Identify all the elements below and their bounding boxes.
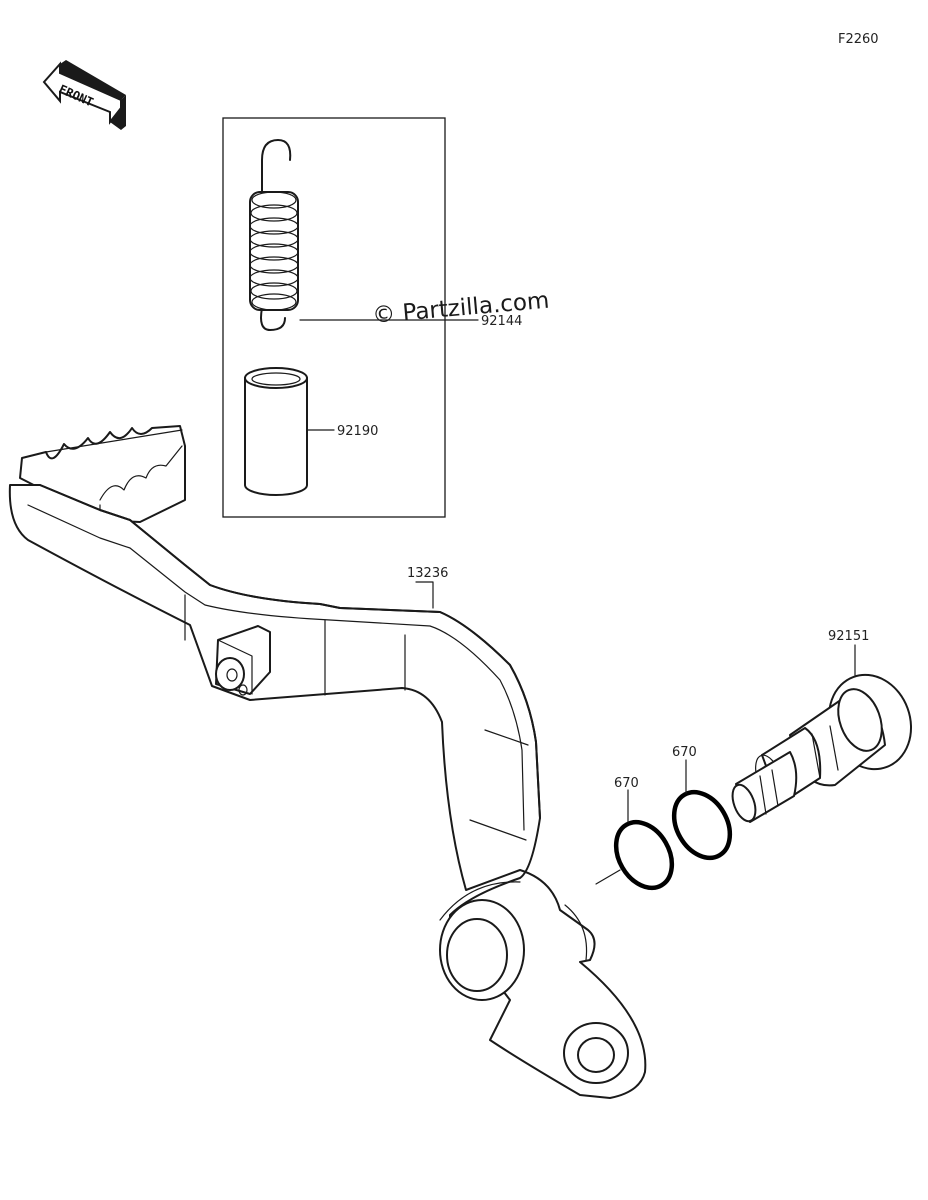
part-number-92151: 92151 [828,629,869,644]
leader-13236 [415,581,434,609]
brake-pedal-icon [8,425,647,1099]
part-number-670-a: 670 [614,776,639,791]
svg-text:© Partzilla.com: © Partzilla.com [371,288,550,329]
figure-code: F2260 [838,32,879,47]
front-arrow-icon: FRONT [42,60,126,130]
kit-box [222,117,446,518]
o-ring-icon [613,819,675,891]
watermark: © Partzilla.com [371,288,550,329]
part-number-13236: 13236 [407,566,448,581]
pivot-axis-line [595,869,621,885]
bolt-icon [731,673,913,823]
part-number-92144: 92144 [481,314,522,329]
o-ring-icon [671,789,733,861]
part-number-92190: 92190 [337,424,378,439]
part-number-670-b: 670 [672,745,697,760]
collar-icon [244,367,308,496]
spring-icon [249,139,299,331]
